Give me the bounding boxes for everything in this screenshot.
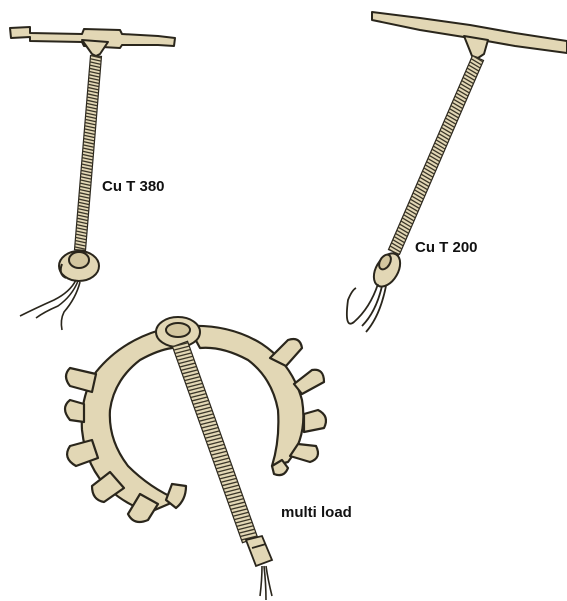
multiload-threads — [260, 566, 272, 600]
cu-t-200-crossbar — [372, 12, 567, 58]
cu-t-200-bulb — [368, 249, 405, 291]
cu-t-200-label: Cu T 200 — [415, 239, 478, 256]
cu-t-200-stem-coil — [388, 56, 483, 256]
cu-t-380-stem-coil — [75, 56, 102, 251]
cu-t-380-bulb — [59, 251, 99, 281]
multiload-arms — [65, 326, 326, 522]
multiload-iud-icon — [65, 317, 326, 600]
multiload-stem-coil — [172, 341, 257, 542]
multiload-tail — [246, 536, 272, 566]
cu-t-380-threads — [20, 280, 80, 330]
cu-t-200-iud-icon — [347, 12, 567, 332]
cu-t-380-crossbar — [10, 27, 175, 56]
cu-t-380-label: Cu T 380 — [102, 178, 165, 195]
cu-t-200-threads — [347, 284, 386, 332]
multiload-head — [156, 317, 200, 347]
multi-load-label: multi load — [281, 504, 352, 521]
